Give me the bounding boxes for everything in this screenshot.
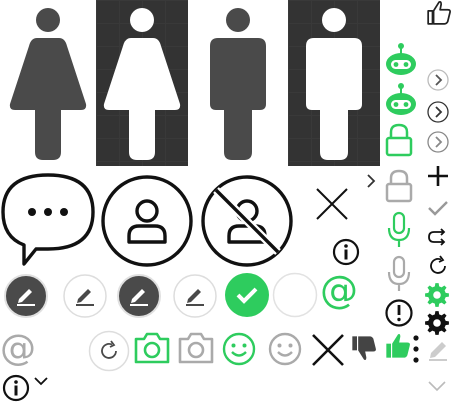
female-figure-icon — [9, 8, 87, 160]
microphone-icon[interactable] — [384, 254, 414, 294]
user-blocked-icon — [201, 175, 293, 267]
chevron-right-circle-icon[interactable] — [426, 100, 450, 124]
edit-button-icon[interactable] — [172, 273, 218, 319]
check-circle-icon[interactable] — [224, 272, 270, 318]
edit-button-icon[interactable] — [116, 273, 162, 319]
edit-button-icon[interactable] — [62, 273, 108, 319]
camera-icon[interactable] — [176, 330, 216, 366]
chat-bubble-icon[interactable] — [0, 172, 96, 268]
thumbs-up-icon[interactable] — [426, 0, 452, 26]
female-figure-inverted-icon — [103, 8, 181, 160]
reload-icon[interactable] — [426, 254, 450, 278]
thumbs-up-icon[interactable] — [384, 332, 412, 360]
smiley-icon[interactable] — [222, 332, 256, 366]
chevron-down-icon[interactable] — [426, 376, 448, 396]
at-sign-icon: @ — [320, 268, 358, 312]
male-figure-inverted-icon — [306, 8, 362, 160]
pencil-icon[interactable] — [426, 338, 450, 362]
thumbs-down-icon[interactable] — [350, 334, 378, 362]
lock-icon — [385, 169, 413, 203]
chevron-right-circle-icon[interactable] — [426, 130, 450, 154]
chevron-right-circle-icon[interactable] — [426, 68, 450, 92]
plus-icon[interactable] — [426, 164, 450, 188]
smiley-icon[interactable] — [268, 332, 302, 366]
vertical-dots-icon[interactable] — [410, 332, 422, 366]
refresh-button-icon[interactable] — [88, 330, 130, 372]
robot-icon[interactable] — [384, 82, 418, 118]
close-icon[interactable] — [310, 332, 346, 368]
male-figure-icon — [210, 8, 266, 160]
user-circle-icon — [101, 175, 193, 267]
chevron-down-icon[interactable] — [32, 374, 50, 388]
lock-icon — [385, 123, 413, 157]
redo-icon[interactable] — [426, 226, 450, 250]
gear-icon[interactable] — [424, 282, 450, 308]
chevron-right-icon[interactable] — [364, 172, 378, 190]
edit-button-icon[interactable] — [3, 273, 49, 319]
info-icon[interactable] — [332, 238, 360, 266]
at-sign-icon: @ — [0, 328, 36, 369]
checkmark-icon[interactable] — [426, 196, 450, 220]
close-icon[interactable] — [314, 186, 350, 222]
microphone-icon[interactable] — [384, 210, 414, 250]
exclamation-circle-icon — [385, 299, 413, 327]
gear-icon[interactable] — [424, 310, 450, 336]
robot-icon[interactable] — [384, 42, 418, 78]
info-icon[interactable] — [2, 374, 30, 402]
camera-icon[interactable] — [132, 330, 172, 366]
empty-circle-icon[interactable] — [272, 272, 318, 318]
